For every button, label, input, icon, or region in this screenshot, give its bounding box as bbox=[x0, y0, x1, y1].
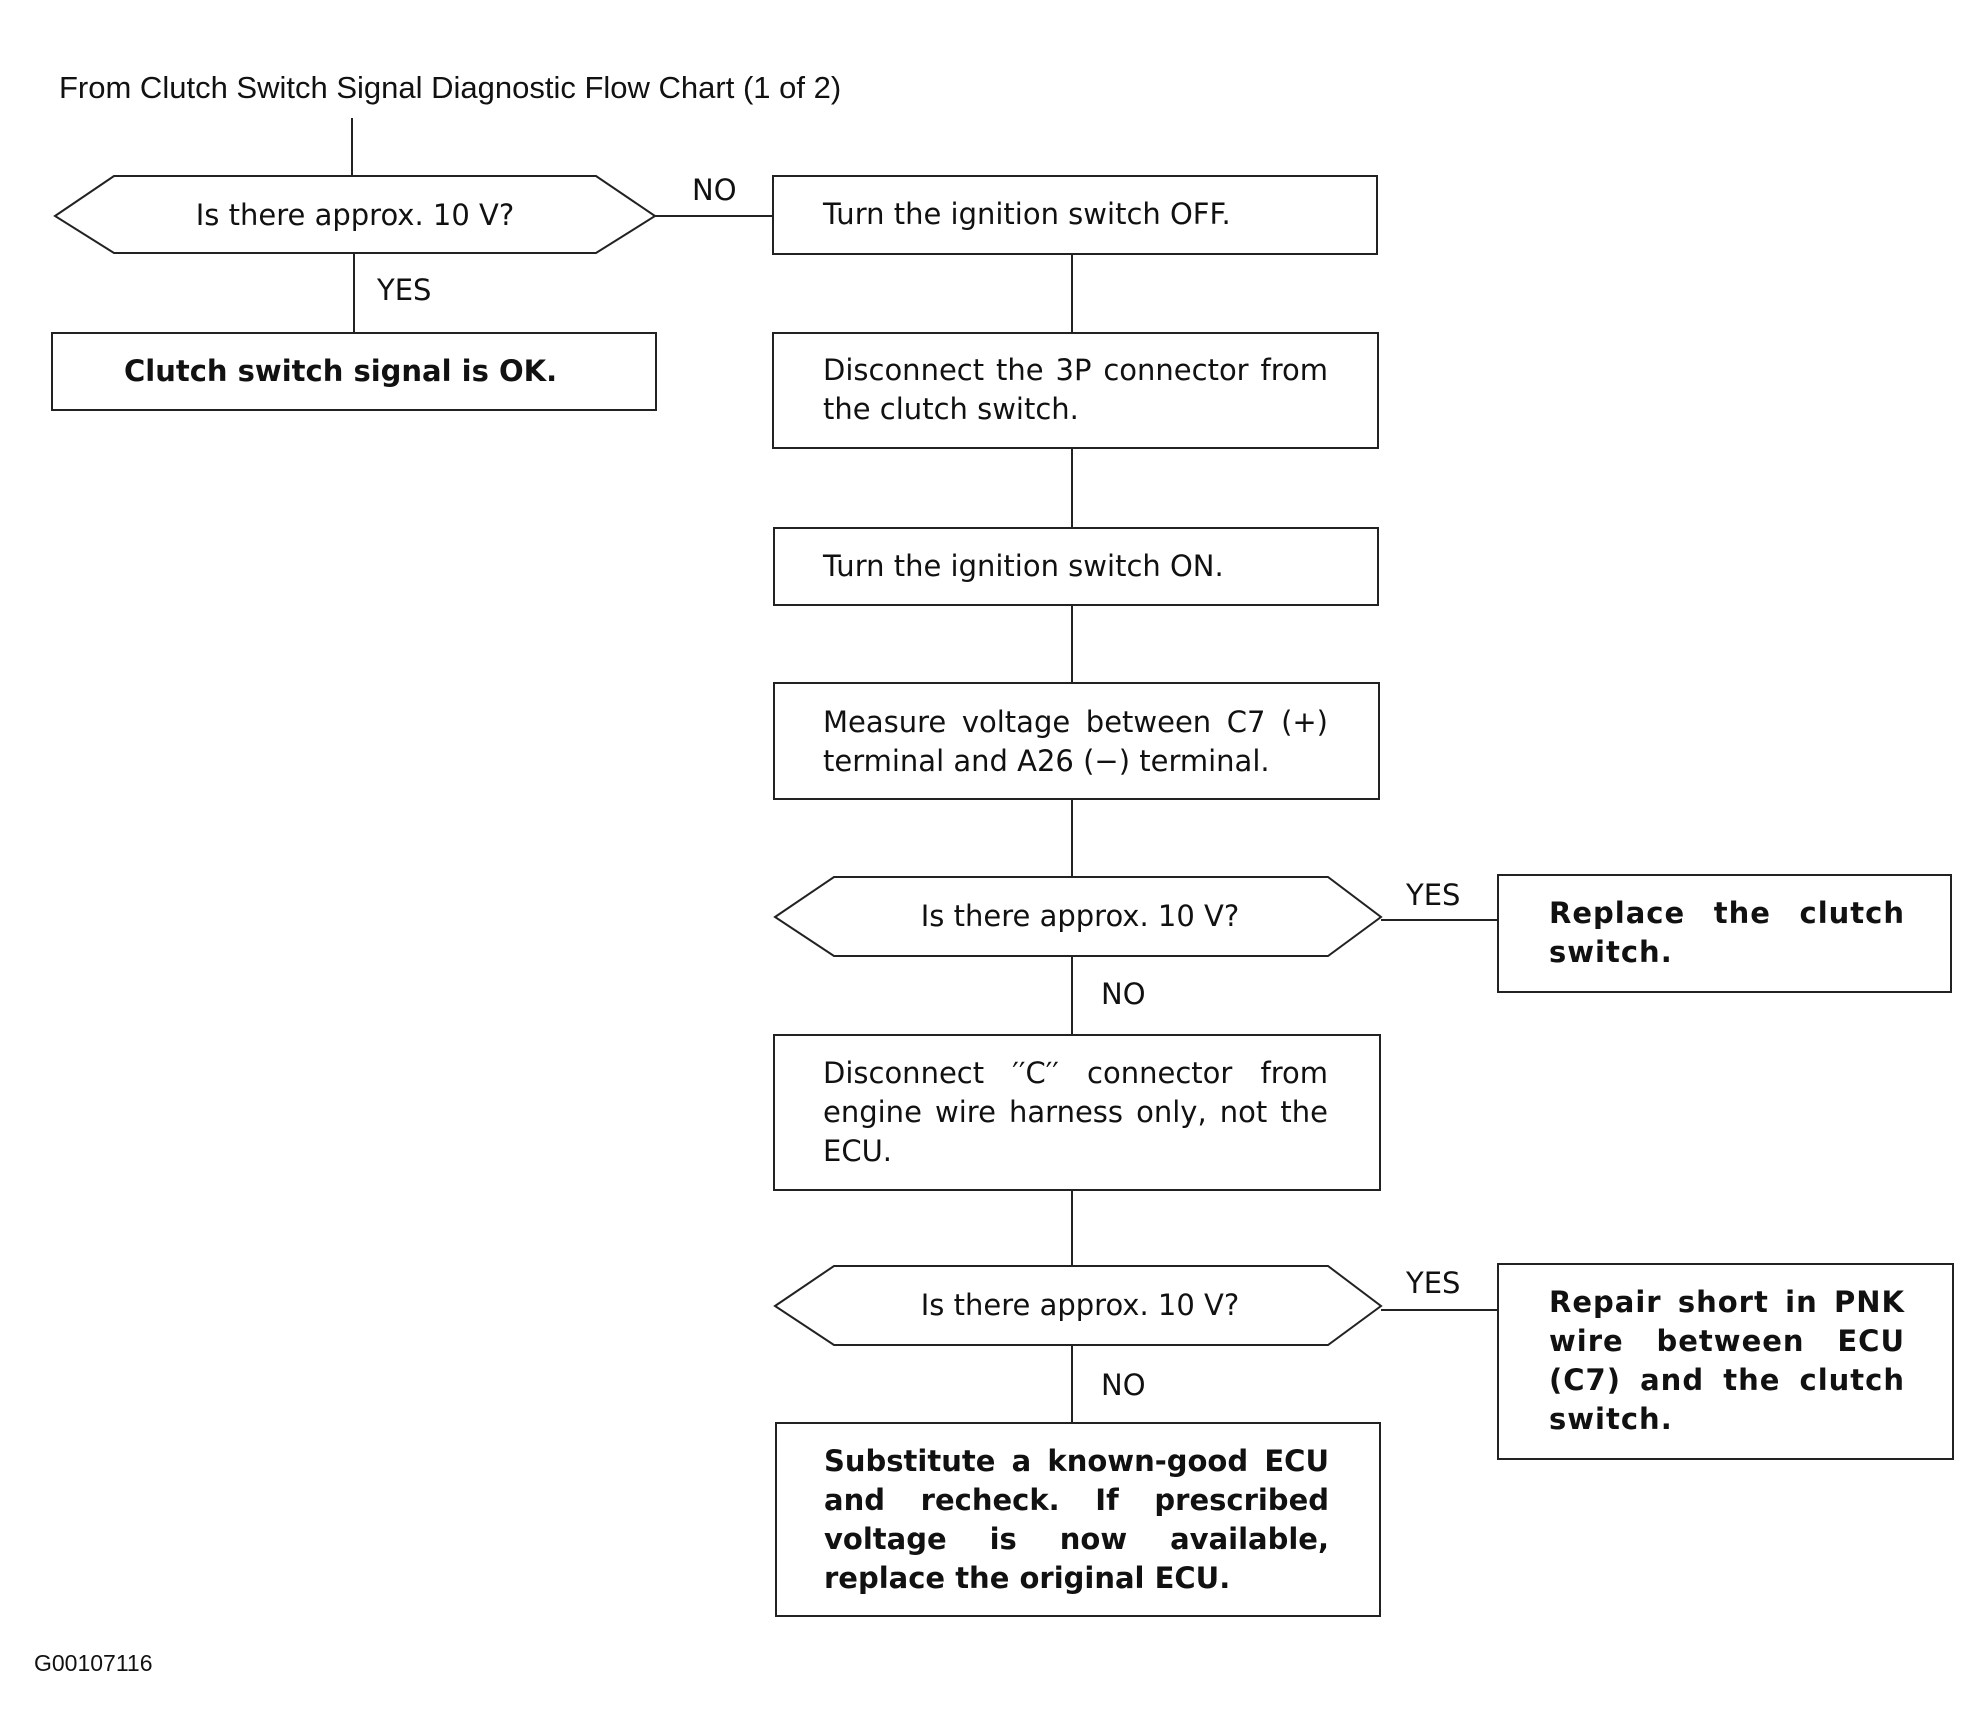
box-result-replace bbox=[1497, 874, 1952, 993]
box-result-ok bbox=[51, 332, 657, 411]
decision-2-no-label: NO bbox=[1101, 977, 1146, 1011]
result-substitute-text: Substitute a known-good ECU and recheck.… bbox=[824, 1444, 1329, 1595]
box-step-4 bbox=[773, 682, 1380, 800]
decision-shape-2 bbox=[773, 876, 1383, 957]
decision-2-text: Is there approx. 10 V? bbox=[920, 899, 1240, 933]
decision-3-no-label: NO bbox=[1101, 1368, 1146, 1402]
box-result-substitute bbox=[775, 1422, 1381, 1617]
box-result-repair bbox=[1497, 1263, 1954, 1460]
decision-1-yes-label: YES bbox=[377, 273, 432, 307]
decision-1-text: Is there approx. 10 V? bbox=[195, 198, 515, 232]
box-step-2 bbox=[772, 332, 1379, 449]
flowchart-header: From Clutch Switch Signal Diagnostic Flo… bbox=[59, 70, 842, 105]
box-step-3 bbox=[773, 527, 1379, 606]
decision-shape-3 bbox=[773, 1265, 1383, 1346]
box-step-1 bbox=[772, 175, 1378, 255]
result-repair-text: Repair short in PNK wire between ECU (C7… bbox=[1549, 1285, 1905, 1436]
step-5-text: Disconnect ′′C′′ connector from engine w… bbox=[823, 1056, 1328, 1168]
decision-2-yes-label: YES bbox=[1406, 878, 1461, 912]
figure-code: G00107116 bbox=[34, 1650, 153, 1676]
decision-3-yes-label: YES bbox=[1406, 1266, 1461, 1300]
step-4-text: Measure voltage between C7 (+) terminal … bbox=[823, 705, 1328, 778]
decision-1-no-label: NO bbox=[692, 173, 737, 207]
box-step-5 bbox=[773, 1034, 1381, 1191]
step-2-text: Disconnect the 3P connector from the clu… bbox=[823, 353, 1328, 426]
decision-3-text: Is there approx. 10 V? bbox=[920, 1288, 1240, 1322]
result-ok-text: Clutch switch signal is OK. bbox=[124, 354, 558, 388]
step-3-text: Turn the ignition switch ON. bbox=[823, 549, 1224, 583]
result-replace-text: Replace the clutch switch. bbox=[1549, 896, 1905, 969]
step-1-text: Turn the ignition switch OFF. bbox=[823, 197, 1231, 231]
